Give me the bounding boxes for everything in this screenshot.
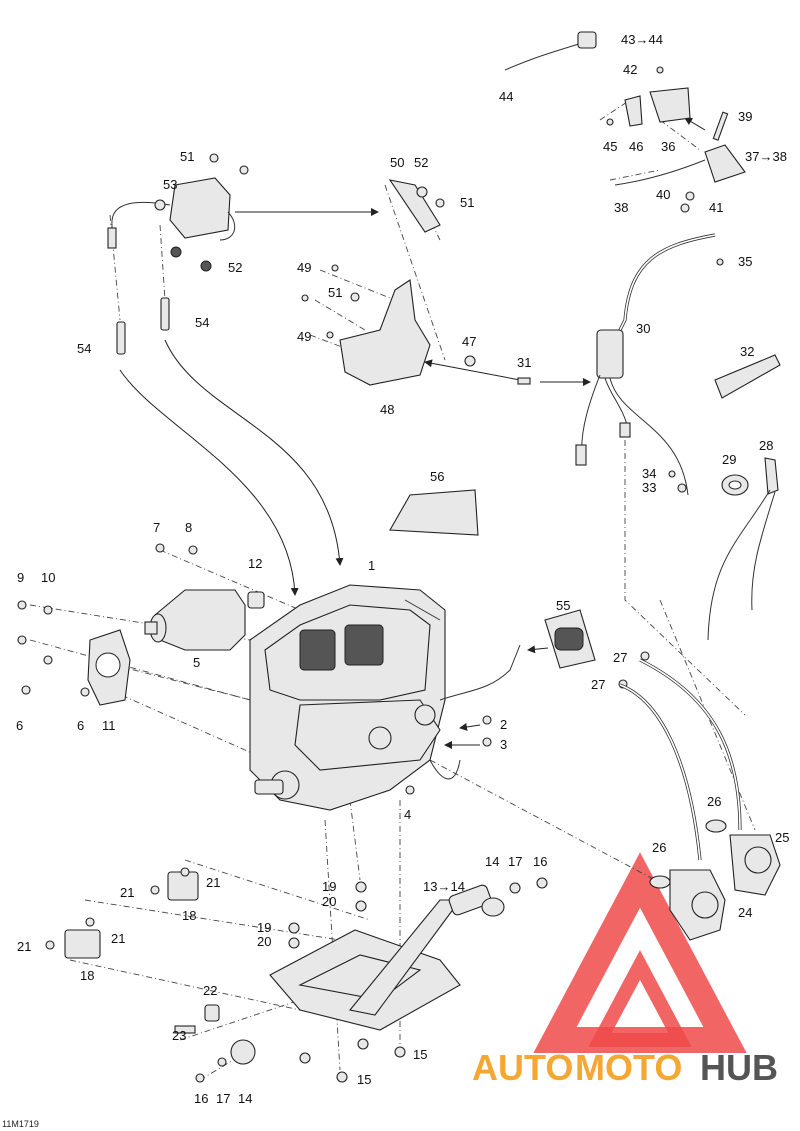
callout-label: 55 xyxy=(556,598,570,613)
callout-label: 21 xyxy=(120,885,134,900)
callout-label: 7 xyxy=(153,520,160,535)
callout-label: 19 xyxy=(322,879,336,894)
callout-label: 52 xyxy=(228,260,242,275)
starter-motor xyxy=(144,589,265,651)
callout-label: 27 xyxy=(591,677,605,692)
callout-label: 11 xyxy=(102,718,116,733)
throttle-lever xyxy=(668,258,779,641)
callout-label: 40 xyxy=(656,187,670,202)
callout-label: 28 xyxy=(759,438,773,453)
callout-label: 5 xyxy=(193,655,200,670)
callout-label: 14 xyxy=(485,854,499,869)
callout-label: 49 xyxy=(297,329,311,344)
watermark-brand-mid: MOTO xyxy=(575,1047,682,1088)
callout-label: 20 xyxy=(322,894,336,909)
callout-label: 15 xyxy=(413,1047,427,1062)
callout-label: 16 xyxy=(533,854,547,869)
spark-plugs xyxy=(116,297,170,355)
callout-label: 8 xyxy=(185,520,192,535)
callout-label: 16 xyxy=(194,1091,208,1106)
engine-cradle xyxy=(269,884,492,1031)
callout-label: 56 xyxy=(430,469,444,484)
callout-label: 46 xyxy=(629,139,643,154)
callout-label: 9 xyxy=(17,570,24,585)
callout-label: 25 xyxy=(775,830,789,845)
callout-label: 51 xyxy=(460,195,474,210)
callout-label: 13→14 xyxy=(423,879,465,894)
callout-label: 6 xyxy=(16,718,23,733)
callout-label: 19 xyxy=(257,920,271,935)
callout-label: 21 xyxy=(17,939,31,954)
callout-label: 20 xyxy=(257,934,271,949)
callout-label: 30 xyxy=(636,321,650,336)
callout-label: 2 xyxy=(500,717,507,732)
callout-label: 17 xyxy=(216,1091,230,1106)
callout-label: 42 xyxy=(623,62,637,77)
callout-label: 39 xyxy=(738,109,752,124)
oil-lines xyxy=(619,658,742,861)
watermark-logo: AUTO MOTO HUB xyxy=(472,852,778,1088)
callout-label: 54 xyxy=(77,341,91,356)
callout-label: 49 xyxy=(297,260,311,275)
callout-label: 26 xyxy=(652,840,666,855)
callout-label: 10 xyxy=(41,570,55,585)
callout-label: 52 xyxy=(414,155,428,170)
callout-label: 22 xyxy=(203,983,217,998)
callout-label: 21 xyxy=(111,931,125,946)
ignition-coil xyxy=(107,153,249,272)
wiring-harness xyxy=(517,233,781,496)
carburetors xyxy=(649,819,781,941)
callout-label: 38 xyxy=(614,200,628,215)
callout-label: 44 xyxy=(499,89,513,104)
callout-labels: 1 2 3 4 5 6 6 7 8 9 10 11 12 13→14 14 14… xyxy=(16,32,789,1106)
callout-label: 41 xyxy=(709,200,723,215)
callout-label: 18 xyxy=(80,968,94,983)
callout-label: 50 xyxy=(390,155,404,170)
airbox xyxy=(544,609,596,669)
callout-label: 47 xyxy=(462,334,476,349)
callout-label: 33 xyxy=(642,480,656,495)
diagram-code: 11M1719 xyxy=(2,1119,39,1129)
callout-label: 37→38 xyxy=(745,149,787,164)
callout-label: 14 xyxy=(238,1091,252,1106)
callout-label: 4 xyxy=(404,807,411,822)
callout-label: 34 xyxy=(642,466,656,481)
callout-label: 26 xyxy=(707,794,721,809)
callout-label: 51 xyxy=(328,285,342,300)
starter-gear-housing xyxy=(87,629,131,706)
callout-label: 27 xyxy=(613,650,627,665)
callout-label: 24 xyxy=(738,905,752,920)
callout-label: 54 xyxy=(195,315,209,330)
callout-label: 53 xyxy=(163,177,177,192)
callout-label: 6 xyxy=(77,718,84,733)
callout-label: 43→44 xyxy=(621,32,663,47)
callout-label: 29 xyxy=(722,452,736,467)
callout-label: 45 xyxy=(603,139,617,154)
engine-mounts xyxy=(45,867,548,1083)
engine-block xyxy=(249,584,521,811)
callout-label: 35 xyxy=(738,254,752,269)
brake-cable-group xyxy=(504,31,746,213)
watermark-brand-left: AUTO xyxy=(472,1047,573,1088)
cover-plate xyxy=(389,489,479,536)
callout-label: 18 xyxy=(182,908,196,923)
callout-label: 17 xyxy=(508,854,522,869)
callout-label: 3 xyxy=(500,737,507,752)
callout-label: 32 xyxy=(740,344,754,359)
callout-label: 21 xyxy=(206,875,220,890)
callout-label: 48 xyxy=(380,402,394,417)
callout-label: 15 xyxy=(357,1072,371,1087)
callout-label: 12 xyxy=(248,556,262,571)
arrows xyxy=(119,117,706,749)
callout-label: 31 xyxy=(517,355,531,370)
callout-label: 51 xyxy=(180,149,194,164)
callout-label: 23 xyxy=(172,1028,186,1043)
callout-label: 1 xyxy=(368,558,375,573)
callout-label: 36 xyxy=(661,139,675,154)
mounting-bracket xyxy=(301,179,476,386)
watermark-brand-right: HUB xyxy=(700,1047,778,1088)
